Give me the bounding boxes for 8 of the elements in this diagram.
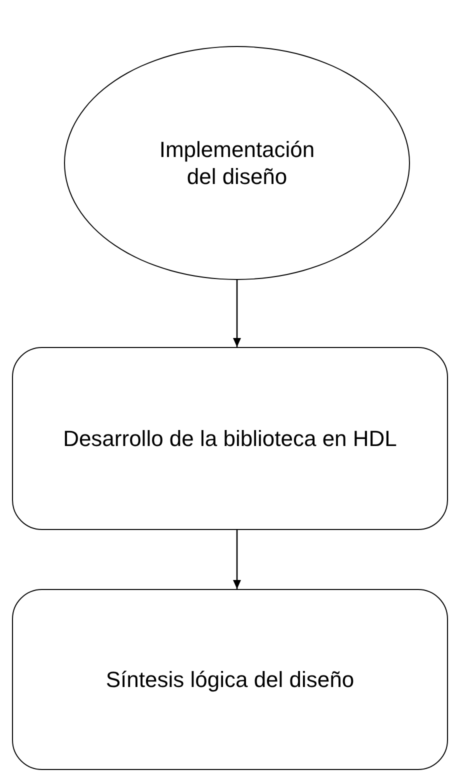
- node-label: Síntesis lógica del diseño: [106, 666, 354, 693]
- arrow: [233, 530, 241, 589]
- node-label: Implementación del diseño: [158, 136, 316, 190]
- process-box: [12, 347, 448, 530]
- node-label: Desarrollo de la biblioteca en HDL: [63, 425, 397, 452]
- arrow: [233, 280, 241, 347]
- ellipse-node: [64, 46, 410, 280]
- process-box: [12, 589, 448, 770]
